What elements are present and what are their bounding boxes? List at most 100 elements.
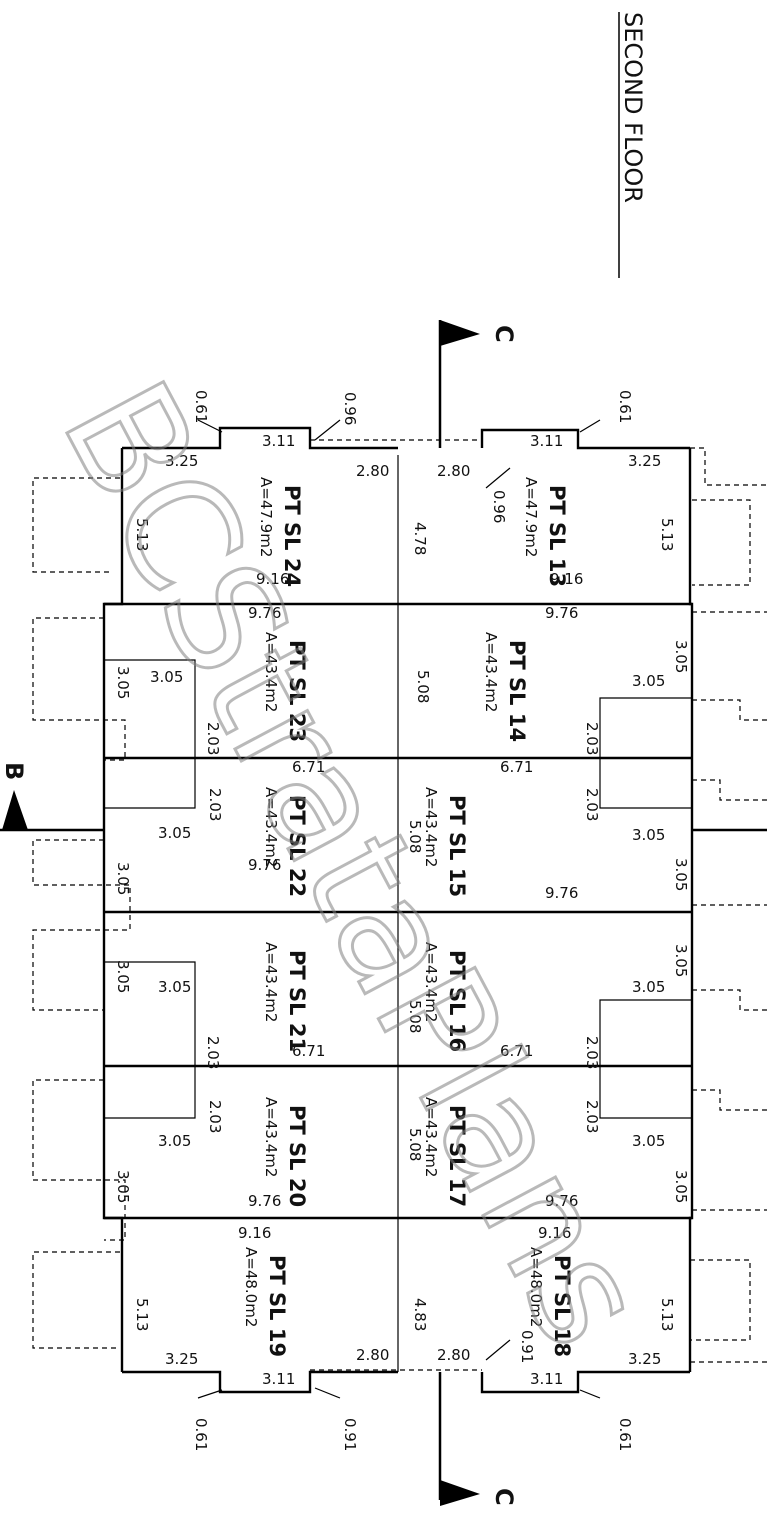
dimension-label: 3.05 <box>632 978 665 996</box>
dimension-label: 3.05 <box>150 668 183 686</box>
dimension-label: 2.03 <box>206 1100 224 1133</box>
dimension-label: 5.13 <box>133 1298 151 1331</box>
dimension-label: 2.80 <box>437 462 470 480</box>
building-outline <box>102 426 694 1394</box>
lot-sl23: PT SL 23 A=43.4m2 <box>262 632 309 742</box>
dimension-label: 3.05 <box>114 862 132 895</box>
dimension-label: 3.05 <box>672 640 690 673</box>
lot-sl21: PT SL 21 A=43.4m2 <box>262 942 309 1052</box>
lot-area: A=47.9m2 <box>522 477 540 557</box>
dimension-label: 2.03 <box>204 722 222 755</box>
section-marker-bottom: C <box>438 1372 518 1506</box>
dimension-label: 3.05 <box>672 858 690 891</box>
dimension-label: 6.71 <box>292 758 325 776</box>
dimension-label: 0.61 <box>192 1418 210 1451</box>
lot-area: A=43.4m2 <box>262 942 280 1022</box>
lot-label: PT SL 20 <box>285 1105 309 1207</box>
lot-sl15: PT SL 15 A=43.4m2 <box>422 787 469 897</box>
dimension-label: 0.96 <box>341 392 359 425</box>
lot-sl20: PT SL 20A=43.4m2 <box>262 1097 309 1207</box>
dimension-label: 3.05 <box>672 944 690 977</box>
dimension-label: 3.05 <box>672 1170 690 1203</box>
lot-label: PT SL 21 <box>285 950 309 1052</box>
dimension-label: 3.25 <box>628 1350 661 1368</box>
lot-sl16: PT SL 16 A=43.4m2 <box>422 942 469 1052</box>
dimension-label: 5.13 <box>658 518 676 551</box>
dimension-label: 3.11 <box>530 1370 563 1388</box>
dimension-label: 3.05 <box>632 672 665 690</box>
dimension-label: 3.05 <box>632 826 665 844</box>
dimension-label: 4.78 <box>411 522 429 555</box>
dimension-label: 5.08 <box>414 670 432 703</box>
dimension-label: 2.03 <box>583 1036 601 1069</box>
svg-text:SECOND FLOOR: SECOND FLOOR <box>619 12 647 203</box>
dimension-label: 3.05 <box>158 978 191 996</box>
dimension-label: 9.76 <box>248 856 281 874</box>
floor-title: SECOND FLOOR <box>618 12 647 278</box>
lot-area: A=43.4m2 <box>422 1097 440 1177</box>
dimension-label: 3.25 <box>165 1350 198 1368</box>
svg-text:C: C <box>490 325 518 343</box>
lot-sl18: PT SL 18 A=48.0m2 <box>527 1247 574 1357</box>
lot-area: A=43.4m2 <box>482 632 500 712</box>
lot-label: PT SL 18 <box>550 1255 574 1357</box>
lot-label: PT SL 13 <box>545 485 569 587</box>
dimension-label: 3.05 <box>158 824 191 842</box>
dimension-label: 2.03 <box>583 788 601 821</box>
balcony-outlines-right <box>690 447 767 1363</box>
lot-label: PT SL 16 <box>445 950 469 1052</box>
svg-text:B: B <box>0 762 28 780</box>
dimension-label: 5.08 <box>406 1000 424 1033</box>
dimension-label: 5.08 <box>406 1128 424 1161</box>
dimension-label: 0.96 <box>490 490 508 523</box>
section-marker-left: B <box>0 762 767 832</box>
lot-label: PT SL 14 <box>505 640 529 742</box>
dimension-label: 2.03 <box>583 722 601 755</box>
section-marker-top: C <box>438 320 518 448</box>
dimension-label: 9.76 <box>248 604 281 622</box>
dimension-label: 3.25 <box>628 452 661 470</box>
dimension-labels: 0.61 0.96 0.61 3.11 3.11 3.25 3.25 2.80 2.80 0.96… <box>114 390 690 1451</box>
dimension-label: 2.03 <box>204 1036 222 1069</box>
dimension-label: 2.80 <box>356 462 389 480</box>
dimension-label: 3.11 <box>530 432 563 450</box>
lot-sl19: PT SL 19 A=48.0m2 <box>242 1247 289 1357</box>
dimension-label: 9.76 <box>545 604 578 622</box>
dimension-label: 0.61 <box>616 390 634 423</box>
dimension-label: 0.61 <box>192 390 210 423</box>
dimension-label: 2.03 <box>206 788 224 821</box>
lot-area: A=48.0m2 <box>527 1247 545 1327</box>
svg-text:C: C <box>490 1488 518 1506</box>
lot-area: A=43.4m2 <box>422 787 440 867</box>
lot-label: PT SL 19 <box>265 1255 289 1357</box>
lot-label: PT SL 15 <box>445 795 469 897</box>
lot-area: A=48.0m2 <box>242 1247 260 1327</box>
dimension-label: 0.91 <box>341 1418 359 1451</box>
dimension-label: 9.16 <box>256 570 289 588</box>
dimension-label: 6.71 <box>500 1042 533 1060</box>
dimension-label: 5.13 <box>658 1298 676 1331</box>
lot-area: A=47.9m2 <box>257 477 275 557</box>
dimension-label: 0.61 <box>616 1418 634 1451</box>
dimension-label: 2.80 <box>437 1346 470 1364</box>
dimension-label: 3.11 <box>262 432 295 450</box>
dimension-label: 3.11 <box>262 1370 295 1388</box>
dimension-label: 3.05 <box>114 960 132 993</box>
dimension-leaders <box>197 419 601 1399</box>
dimension-label: 5.08 <box>406 820 424 853</box>
lot-label: PT SL 23 <box>285 640 309 742</box>
lot-area: A=43.4m2 <box>422 942 440 1022</box>
dimension-label: 5.13 <box>133 518 151 551</box>
lot-sl24: PT SL 24A=47.9m2 <box>257 477 304 587</box>
dimension-label: 0.91 <box>518 1330 536 1363</box>
dimension-label: 9.16 <box>550 570 583 588</box>
dimension-label: 2.80 <box>356 1346 389 1364</box>
dimension-label: 9.76 <box>248 1192 281 1210</box>
dimension-label: 6.71 <box>292 1042 325 1060</box>
lot-area: A=43.4m2 <box>262 632 280 712</box>
lot-sl14: PT SL 14 A=43.4m2 <box>482 632 529 742</box>
dimension-label: 9.76 <box>545 1192 578 1210</box>
dimension-label: 4.83 <box>411 1298 429 1331</box>
lot-sl13: PT SL 13 A=47.9m2 <box>522 477 569 587</box>
